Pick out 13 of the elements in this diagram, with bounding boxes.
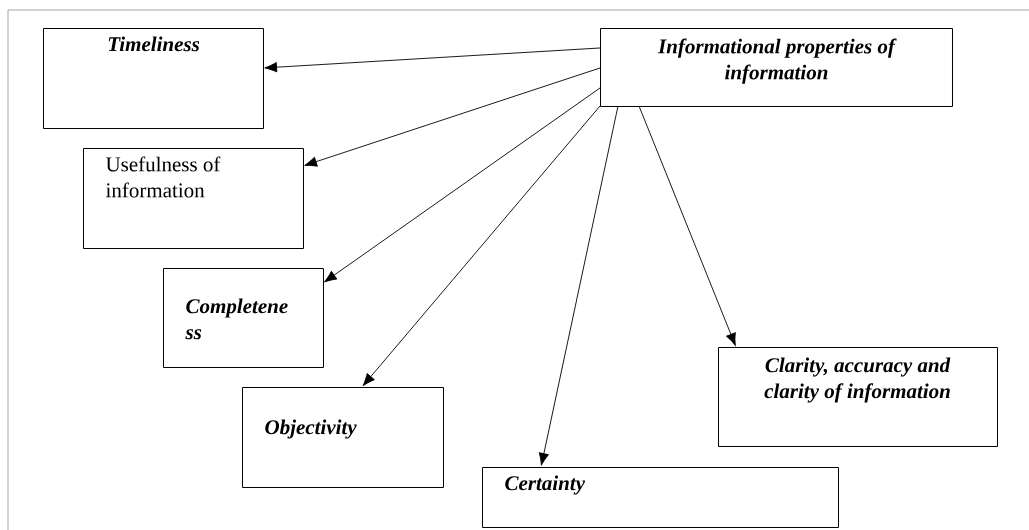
property-box: Informational properties of information (600, 28, 953, 107)
arrow (324, 87, 601, 283)
arrow (304, 67, 601, 167)
arrow (264, 47, 601, 73)
property-box: Timeliness (43, 28, 264, 129)
property-box: Usefulness of information (83, 148, 304, 249)
arrow (362, 105, 601, 387)
property-box: Certainty (482, 467, 839, 528)
arrow (538, 105, 619, 466)
property-box: Objectivity (242, 387, 444, 488)
arrow (638, 105, 736, 346)
property-box: Completene ss (163, 268, 324, 368)
property-box: Clarity, accuracy and clarity of information (718, 347, 998, 447)
